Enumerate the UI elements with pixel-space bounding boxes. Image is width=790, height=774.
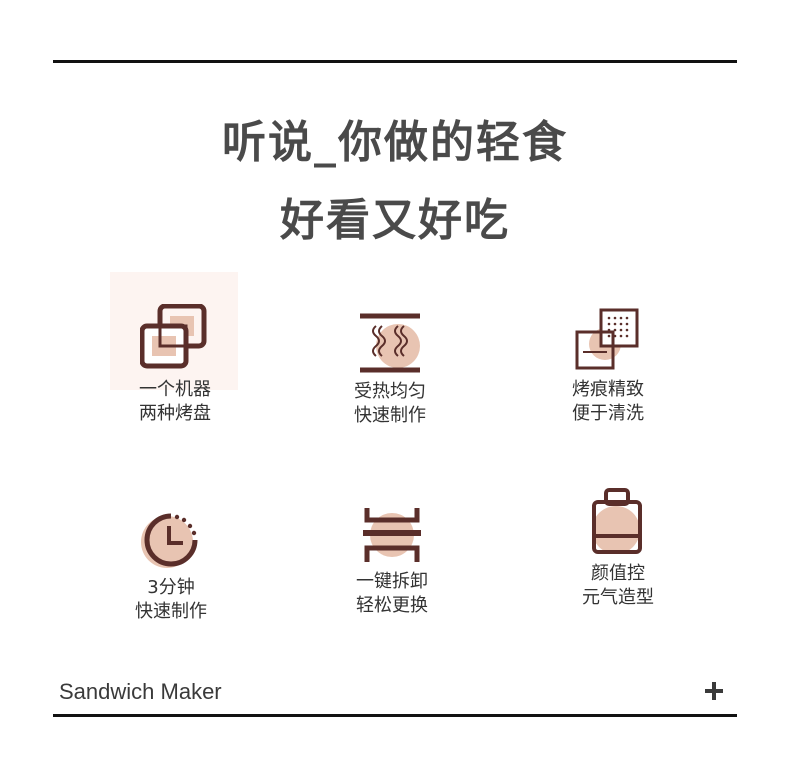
feature-grill-pattern: 烤痕精致 便于清洗 xyxy=(508,308,708,426)
feature-label-line-1: 烤痕精致 xyxy=(572,379,644,400)
feature-heat-coil: 受热均匀 快速制作 xyxy=(290,312,490,428)
clock-icon xyxy=(141,513,198,568)
feature-dual-plate: 一个机器 两种烤盘 xyxy=(75,304,275,426)
feature-label-line-1: 颜值控 xyxy=(591,563,645,584)
top-divider xyxy=(53,60,737,63)
bag-shape-icon xyxy=(592,488,642,554)
detachable-plate-icon xyxy=(363,508,421,562)
feature-label-line-2: 轻松更换 xyxy=(356,595,428,616)
feature-cute-design: 颜值控 元气造型 xyxy=(518,488,718,610)
feature-label-line-1: 一个机器 xyxy=(139,379,211,400)
feature-label-line-2: 两种烤盘 xyxy=(139,403,211,424)
grill-pattern-icon xyxy=(575,308,639,370)
feature-label-line-2: 便于清洗 xyxy=(572,403,644,424)
dual-plate-icon xyxy=(140,304,207,369)
product-name: Sandwich Maker xyxy=(59,679,222,704)
feature-detachable: 一键拆卸 轻松更换 xyxy=(292,504,492,618)
headline-line-1: 听说_你做的轻食 xyxy=(222,117,568,168)
feature-label-line-2: 元气造型 xyxy=(582,587,654,608)
heat-coil-icon xyxy=(360,313,420,373)
feature-quick-make: 3分钟 快速制作 xyxy=(71,508,271,624)
feature-label-line-1: 3分钟 xyxy=(147,577,195,598)
feature-label-line-2: 快速制作 xyxy=(135,601,207,622)
feature-label-line-1: 受热均匀 xyxy=(354,381,426,402)
plus-icon[interactable] xyxy=(703,680,725,702)
feature-label-line-2: 快速制作 xyxy=(354,405,426,426)
bottom-divider xyxy=(53,714,737,717)
headline-line-2: 好看又好吃 xyxy=(280,195,510,246)
feature-label-line-1: 一键拆卸 xyxy=(356,571,428,592)
